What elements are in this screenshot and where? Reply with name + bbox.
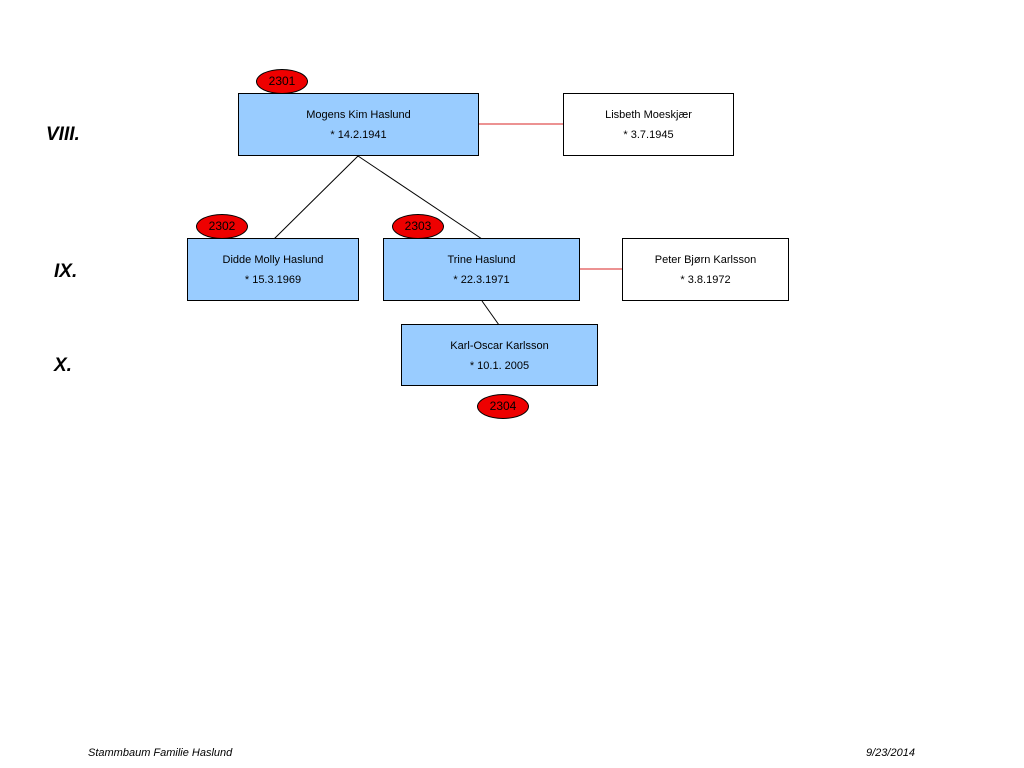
person-birth: * 22.3.1971 (453, 274, 510, 286)
person-name: Lisbeth Moeskjær (605, 109, 692, 121)
generation-label-viii: VIII. (46, 124, 80, 145)
person-box-trine[interactable]: Trine Haslund * 22.3.1971 (383, 238, 580, 301)
id-tag-2302[interactable]: 2302 (196, 214, 248, 239)
person-box-karl[interactable]: Karl-Oscar Karlsson * 10.1. 2005 (401, 324, 598, 386)
person-box-didde[interactable]: Didde Molly Haslund * 15.3.1969 (187, 238, 359, 301)
person-name: Mogens Kim Haslund (306, 109, 411, 121)
person-birth: * 10.1. 2005 (469, 360, 530, 372)
id-tag-2303[interactable]: 2303 (392, 214, 444, 239)
person-birth: * 3.7.1945 (623, 129, 674, 141)
id-tag-2301[interactable]: 2301 (256, 69, 308, 94)
person-box-peter[interactable]: Peter Bjørn Karlsson * 3.8.1972 (622, 238, 789, 301)
person-name: Peter Bjørn Karlsson (654, 254, 757, 266)
descent-line-trine-karl (481, 300, 500, 326)
descent-line-mogens-didde (273, 155, 359, 240)
person-name: Karl-Oscar Karlsson (450, 340, 549, 352)
person-name: Didde Molly Haslund (222, 254, 324, 266)
person-name: Trine Haslund (447, 254, 516, 266)
footer-title: Stammbaum Familie Haslund (88, 747, 233, 759)
generation-label-x: X. (54, 355, 72, 376)
person-birth: * 3.8.1972 (680, 274, 731, 286)
person-birth: * 15.3.1969 (244, 274, 302, 286)
person-birth: * 14.2.1941 (330, 129, 387, 141)
generation-label-ix: IX. (54, 261, 78, 282)
person-box-lisbeth[interactable]: Lisbeth Moeskjær * 3.7.1945 (563, 93, 734, 156)
footer-date: 9/23/2014 (866, 747, 915, 759)
person-box-mogens[interactable]: Mogens Kim Haslund * 14.2.1941 (238, 93, 479, 156)
id-tag-2304[interactable]: 2304 (477, 394, 529, 419)
descent-line-mogens-trine (357, 155, 483, 240)
